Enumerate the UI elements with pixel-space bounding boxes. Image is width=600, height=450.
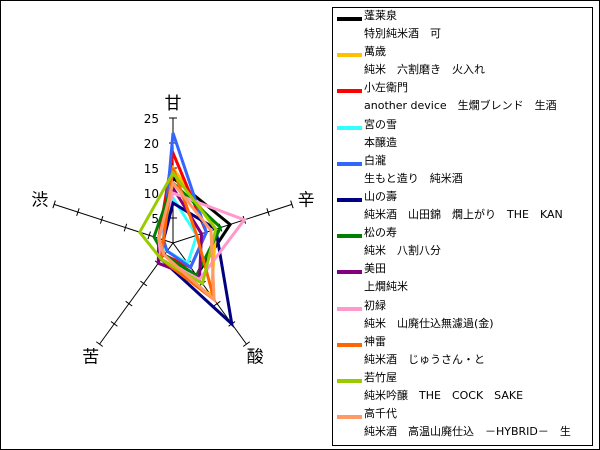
- axis-tick-4-1: [123, 223, 128, 232]
- legend-series-description: another device 生燗ブレンド 生酒: [364, 99, 557, 113]
- legend-series-name: 高千代: [364, 407, 397, 421]
- radar-chart: 5 10 15 20 25 甘辛酸 苦 渋: [31, 94, 315, 367]
- legend-swatch: [337, 306, 362, 311]
- axis-tick-3-1: [140, 280, 148, 287]
- axis-label: 甘: [165, 94, 182, 114]
- axis-line-1: [172, 203, 293, 244]
- axis-tick-3-4: [95, 341, 104, 347]
- series-line: [159, 167, 217, 304]
- legend-swatch: [337, 53, 362, 58]
- legend-swatch: [337, 342, 362, 347]
- axis-tick-1-4: [290, 200, 294, 209]
- legend-swatch: [337, 17, 362, 21]
- legend-item: 白瀧生もと造り 純米酒: [333, 153, 592, 189]
- legend-series-name: 美田: [364, 262, 386, 276]
- legend-item: 松の寿純米 八割八分: [333, 225, 592, 261]
- legend-series-description: 純米吟醸 THE COCK SAKE: [364, 389, 524, 402]
- axis-tick-2-4: [242, 341, 251, 347]
- legend: 蓬莱泉特別純米酒 可萬歳純米 六割磨き 火入れ小左衛門 another devic…: [332, 7, 593, 446]
- legend-swatch: [337, 198, 362, 202]
- legend-item: 萬歳純米 六割磨き 火入れ: [333, 44, 592, 80]
- axis-label: 苦: [82, 347, 99, 367]
- legend-series-name: 小左衛門: [364, 81, 408, 95]
- legend-swatch: [337, 89, 362, 94]
- legend-item: 若竹屋純米吟醸 THE COCK SAKE: [333, 370, 592, 406]
- legend-swatch: [337, 161, 362, 166]
- legend-series-description: 純米酒 高温山廃仕込 －HYBRID－ 生: [364, 425, 571, 439]
- legend-swatch: [337, 415, 362, 420]
- legend-series-description: 純米酒 山田錦 燗上がり THE KAN: [364, 208, 563, 221]
- legend-series-description: 生もと造り 純米酒: [364, 171, 463, 185]
- axis-tick-2-2: [213, 300, 221, 307]
- legend-series-name: 宮の雪: [364, 117, 397, 131]
- legend-series-name: 山の壽: [364, 190, 397, 203]
- tick-label: 20: [144, 137, 159, 151]
- legend-item: 初緑純米 山廃仕込無濾過(金): [333, 298, 592, 334]
- legend-series-name: 白瀧: [364, 153, 386, 167]
- legend-swatch: [337, 125, 362, 130]
- tick-label: 25: [144, 112, 159, 126]
- legend-item: 山の壽純米酒 山田錦 燗上がり THE KAN: [333, 189, 592, 225]
- legend-swatch: [337, 270, 362, 275]
- legend-series-name: 松の寿: [364, 226, 397, 240]
- axis-label: 渋: [31, 191, 48, 211]
- tick-label: 5: [151, 212, 159, 226]
- axis-tick-1-3: [266, 208, 270, 217]
- legend-series-description: 純米酒 じゅうさん・と: [364, 352, 485, 366]
- legend-swatch: [337, 234, 362, 239]
- legend-series-description: 特別純米酒 可: [364, 27, 441, 40]
- tick-label: 10: [144, 187, 159, 201]
- legend-series-name: 若竹屋: [364, 371, 397, 384]
- axis-tick-3-2: [125, 300, 133, 307]
- legend-item: 小左衛門 another device 生燗ブレンド 生酒: [333, 80, 592, 116]
- legend-item: 蓬莱泉特別純米酒 可: [333, 8, 592, 44]
- axis-label: 酸: [247, 347, 264, 367]
- legend-item: 美田上燗純米: [333, 261, 592, 297]
- legend-series-description: 純米 山廃仕込無濾過(金): [364, 316, 494, 330]
- axis-tick-4-0: [147, 231, 151, 240]
- axis-tick-3-3: [110, 321, 118, 327]
- legend-series-description: 純米 六割磨き 火入れ: [364, 63, 485, 77]
- axis-tick-4-4: [52, 200, 56, 209]
- legend-series-description: 上燗純米: [364, 280, 408, 294]
- legend-swatch: [337, 379, 362, 383]
- series-line: [157, 179, 216, 304]
- axis-tick-4-2: [99, 215, 104, 224]
- axis-tick-4-3: [76, 208, 80, 217]
- legend-series-name: 初緑: [364, 298, 386, 312]
- legend-series-name: 神雷: [364, 334, 386, 348]
- legend-item: 神雷純米酒 じゅうさん・と: [333, 334, 592, 370]
- legend-series-description: 本醸造: [364, 135, 397, 149]
- legend-series-name: 蓬莱泉: [364, 9, 397, 22]
- legend-series-description: 純米 八割八分: [364, 244, 441, 258]
- series-line: [152, 180, 223, 278]
- axis-label: 辛: [298, 191, 315, 211]
- legend-item: 宮の雪本醸造: [333, 117, 592, 153]
- legend-series-name: 萬歳: [364, 45, 386, 59]
- legend-item: 高千代純米酒 高温山廃仕込 －HYBRID－ 生: [333, 406, 592, 442]
- tick-label: 15: [144, 162, 159, 176]
